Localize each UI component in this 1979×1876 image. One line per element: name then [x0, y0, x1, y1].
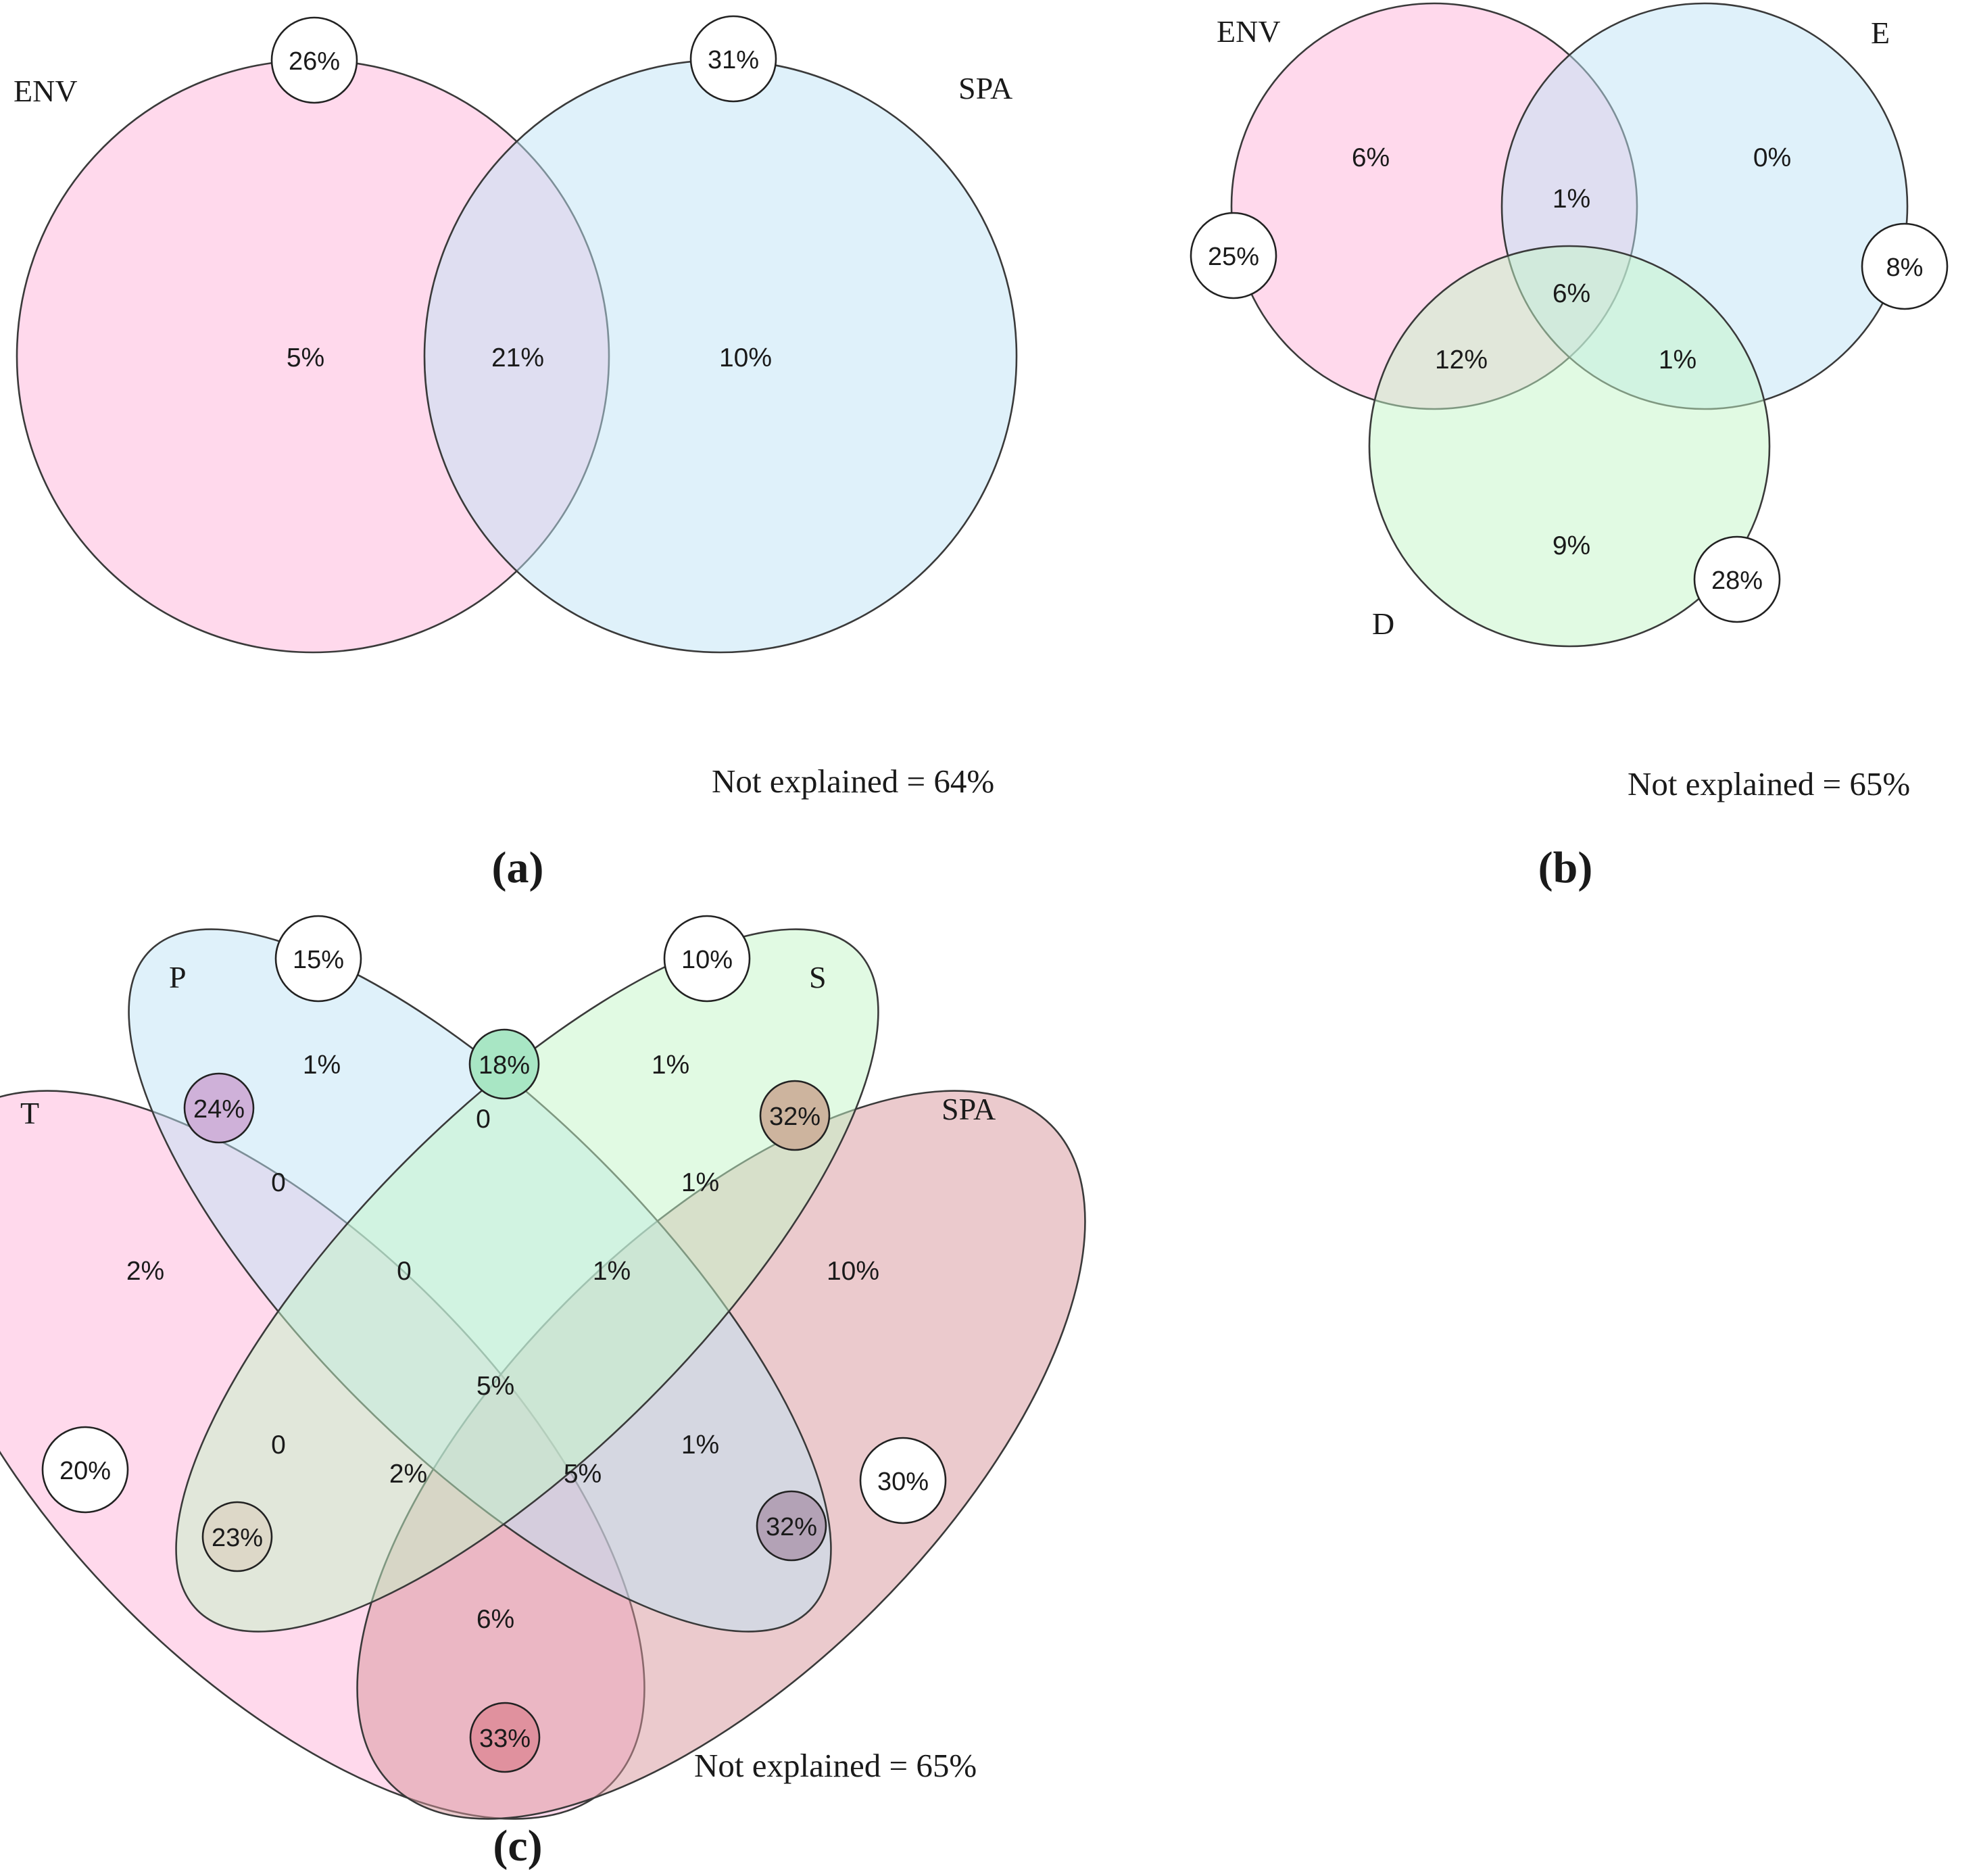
badge-spa-c: 30%: [859, 1437, 947, 1524]
set-label-env: ENV: [14, 74, 78, 108]
set-label-spa-c: SPA: [942, 1092, 996, 1126]
set-label-t: T: [20, 1096, 39, 1130]
not-explained-b: Not explained = 65%: [1628, 765, 1910, 802]
svg-text:33%: 33%: [479, 1725, 531, 1753]
region-s-spa: 1%: [681, 1168, 719, 1197]
region-t-only: 2%: [126, 1257, 164, 1286]
badge-p-spa: 32%: [756, 1490, 827, 1562]
badge-env: 26%: [270, 16, 358, 104]
not-explained-a: Not explained = 64%: [712, 763, 994, 800]
region-env-only: 5%: [287, 343, 324, 372]
region-spa-only: 10%: [719, 343, 772, 372]
region-e-d: 1%: [1659, 345, 1696, 375]
region-p-only: 1%: [303, 1051, 341, 1080]
region-env-d: 12%: [1435, 345, 1488, 375]
svg-text:30%: 30%: [877, 1468, 929, 1496]
region-t-spa: 6%: [477, 1605, 514, 1634]
svg-text:31%: 31%: [708, 46, 759, 74]
badge-s-spa: 32%: [759, 1080, 831, 1151]
badge-e: 8%: [1861, 222, 1949, 310]
svg-text:10%: 10%: [681, 946, 733, 974]
region-p-s-spa: 1%: [593, 1257, 631, 1286]
region-env-e-d: 6%: [1553, 279, 1590, 308]
svg-text:28%: 28%: [1711, 567, 1763, 595]
svg-text:25%: 25%: [1208, 243, 1259, 271]
badge-p: 15%: [274, 915, 362, 1003]
region-t-p: 0: [271, 1168, 286, 1197]
svg-text:24%: 24%: [193, 1095, 245, 1124]
svg-text:26%: 26%: [289, 47, 340, 76]
set-label-d: D: [1372, 606, 1394, 641]
set-d-circle: [1368, 245, 1771, 648]
set-label-spa: SPA: [958, 71, 1012, 105]
region-t-p-s: 0: [397, 1257, 412, 1286]
caption-a: (a): [492, 843, 544, 892]
not-explained-c: Not explained = 65%: [694, 1747, 977, 1784]
svg-text:15%: 15%: [293, 946, 344, 974]
region-all-four: 5%: [477, 1372, 514, 1401]
svg-text:18%: 18%: [479, 1051, 530, 1080]
region-t-s-spa: 2%: [389, 1460, 427, 1489]
region-t-p-spa: 5%: [564, 1460, 602, 1489]
badge-s: 10%: [663, 915, 751, 1003]
region-d-only: 9%: [1553, 531, 1590, 560]
svg-text:32%: 32%: [766, 1513, 817, 1541]
region-p-s: 0: [476, 1105, 491, 1134]
set-label-p: P: [169, 960, 187, 994]
svg-text:32%: 32%: [769, 1103, 821, 1131]
badge-t-p: 24%: [183, 1072, 255, 1144]
panel-b: ENV E D 6% 0% 1% 6% 12% 1% 9% 25% 8% 28%…: [1190, 2, 1949, 892]
badge-d: 28%: [1693, 535, 1781, 623]
set-s-shape: [175, 928, 879, 1633]
caption-c: (c): [493, 1821, 542, 1871]
region-env-e: 1%: [1553, 185, 1590, 214]
caption-b: (b): [1538, 843, 1593, 892]
region-s-only: 1%: [652, 1051, 689, 1080]
badge-spa: 31%: [689, 15, 777, 103]
badge-t-s: 23%: [201, 1501, 273, 1572]
badge-t-spa: 33%: [469, 1702, 541, 1773]
region-env-only-b: 6%: [1352, 143, 1390, 172]
region-env-spa: 21%: [491, 343, 544, 372]
badge-p-s: 18%: [468, 1028, 540, 1100]
region-spa-only: 10%: [827, 1257, 879, 1286]
svg-text:20%: 20%: [59, 1457, 111, 1485]
panel-a: ENV SPA 5% 21% 10% 26% 31% Not explained…: [14, 15, 1018, 892]
set-label-env-b: ENV: [1217, 14, 1281, 49]
region-t-s: 0: [271, 1430, 286, 1460]
svg-text:8%: 8%: [1886, 254, 1924, 282]
set-label-e: E: [1871, 16, 1890, 50]
badge-t: 20%: [41, 1426, 129, 1514]
panel-c: T P S SPA 1% 1% 2% 10% 0 0 1% 0 1% 5% 0 …: [0, 915, 1086, 1871]
region-p-spa: 1%: [681, 1430, 719, 1460]
svg-text:23%: 23%: [212, 1524, 263, 1552]
badge-env-b: 25%: [1190, 212, 1277, 299]
region-e-only: 0%: [1753, 143, 1791, 172]
set-label-s: S: [809, 960, 827, 994]
